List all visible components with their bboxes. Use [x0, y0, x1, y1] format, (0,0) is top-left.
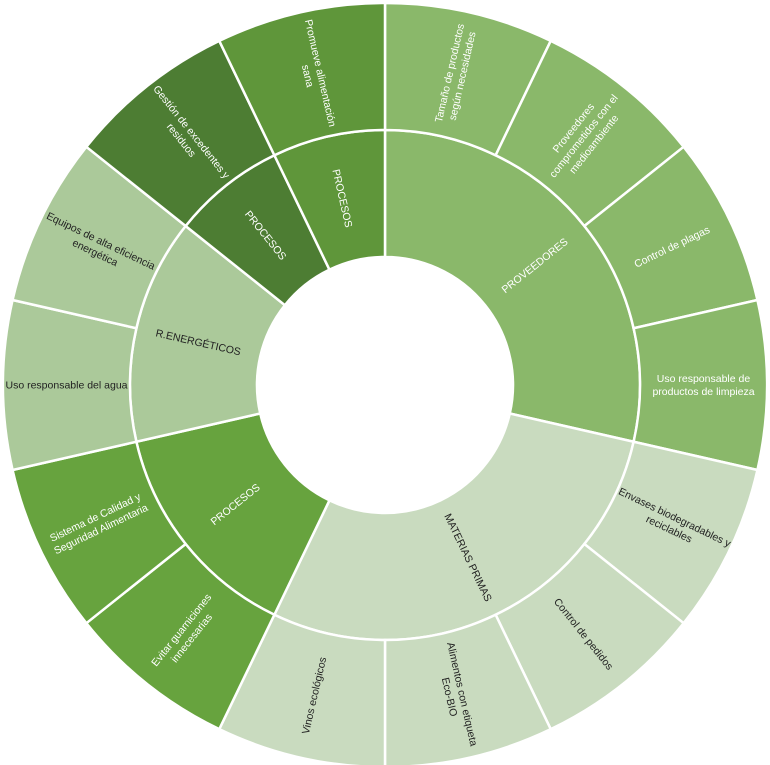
segment-alimentos-con-etiqueta-eco-bio [383, 613, 553, 765]
segment-uso-responsable-de-productos-de-limpieza [632, 298, 769, 472]
label-uso-responsable-del-agua: Uso responsable del agua [5, 380, 127, 392]
segment-promueve-alimentacion-sana [217, 1, 387, 157]
